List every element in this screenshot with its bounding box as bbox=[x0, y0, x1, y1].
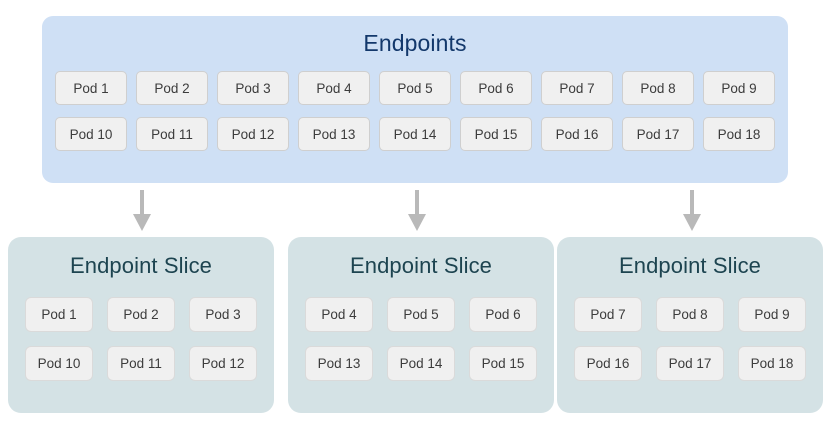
slice-pod-row: Pod 10 Pod 11 Pod 12 bbox=[20, 346, 262, 381]
pod-chip[interactable]: Pod 3 bbox=[189, 297, 257, 332]
slice-pod-row: Pod 1 Pod 2 Pod 3 bbox=[20, 297, 262, 332]
slice-pod-grid: Pod 7 Pod 8 Pod 9 Pod 16 Pod 17 Pod 18 bbox=[569, 297, 811, 381]
endpoint-slice-title: Endpoint Slice bbox=[618, 253, 762, 278]
pod-chip[interactable]: Pod 11 bbox=[136, 117, 208, 151]
pod-chip[interactable]: Pod 10 bbox=[25, 346, 93, 381]
endpoint-slice-panel-3: Endpoint Slice Pod 7 Pod 8 Pod 9 Pod 16 … bbox=[557, 237, 823, 413]
pod-chip[interactable]: Pod 13 bbox=[298, 117, 370, 151]
pod-chip[interactable]: Pod 1 bbox=[25, 297, 93, 332]
endpoints-pod-row: Pod 10 Pod 11 Pod 12 Pod 13 Pod 14 Pod 1… bbox=[55, 117, 775, 151]
pod-chip[interactable]: Pod 4 bbox=[298, 71, 370, 105]
pod-chip[interactable]: Pod 14 bbox=[387, 346, 455, 381]
down-arrow-icon bbox=[679, 190, 705, 231]
pod-chip[interactable]: Pod 15 bbox=[469, 346, 537, 381]
down-arrow-icon bbox=[129, 190, 155, 231]
slice-pod-row: Pod 13 Pod 14 Pod 15 bbox=[300, 346, 542, 381]
slice-pod-grid: Pod 1 Pod 2 Pod 3 Pod 10 Pod 11 Pod 12 bbox=[20, 297, 262, 381]
slice-pod-grid: Pod 4 Pod 5 Pod 6 Pod 13 Pod 14 Pod 15 bbox=[300, 297, 542, 381]
endpoints-title: Endpoints bbox=[363, 30, 467, 56]
pod-chip[interactable]: Pod 12 bbox=[217, 117, 289, 151]
pod-chip[interactable]: Pod 8 bbox=[622, 71, 694, 105]
pod-chip[interactable]: Pod 9 bbox=[703, 71, 775, 105]
endpoint-slice-panel-2: Endpoint Slice Pod 4 Pod 5 Pod 6 Pod 13 … bbox=[288, 237, 554, 413]
pod-chip[interactable]: Pod 2 bbox=[107, 297, 175, 332]
pod-chip[interactable]: Pod 16 bbox=[541, 117, 613, 151]
pod-chip[interactable]: Pod 15 bbox=[460, 117, 532, 151]
pod-chip[interactable]: Pod 17 bbox=[622, 117, 694, 151]
slice-pod-row: Pod 16 Pod 17 Pod 18 bbox=[569, 346, 811, 381]
pod-chip[interactable]: Pod 12 bbox=[189, 346, 257, 381]
pod-chip[interactable]: Pod 1 bbox=[55, 71, 127, 105]
pod-chip[interactable]: Pod 7 bbox=[541, 71, 613, 105]
pod-chip[interactable]: Pod 17 bbox=[656, 346, 724, 381]
pod-chip[interactable]: Pod 14 bbox=[379, 117, 451, 151]
pod-chip[interactable]: Pod 2 bbox=[136, 71, 208, 105]
pod-chip[interactable]: Pod 8 bbox=[656, 297, 724, 332]
slice-pod-row: Pod 4 Pod 5 Pod 6 bbox=[300, 297, 542, 332]
pod-chip[interactable]: Pod 7 bbox=[574, 297, 642, 332]
pod-chip[interactable]: Pod 9 bbox=[738, 297, 806, 332]
endpoint-slice-title: Endpoint Slice bbox=[349, 253, 493, 278]
pod-chip[interactable]: Pod 10 bbox=[55, 117, 127, 151]
pod-chip[interactable]: Pod 6 bbox=[469, 297, 537, 332]
pod-chip[interactable]: Pod 4 bbox=[305, 297, 373, 332]
pod-chip[interactable]: Pod 3 bbox=[217, 71, 289, 105]
endpoints-pod-grid: Pod 1 Pod 2 Pod 3 Pod 4 Pod 5 Pod 6 Pod … bbox=[55, 71, 775, 151]
pod-chip[interactable]: Pod 11 bbox=[107, 346, 175, 381]
pod-chip[interactable]: Pod 18 bbox=[738, 346, 806, 381]
pod-chip[interactable]: Pod 16 bbox=[574, 346, 642, 381]
slice-pod-row: Pod 7 Pod 8 Pod 9 bbox=[569, 297, 811, 332]
endpoint-slice-panel-1: Endpoint Slice Pod 1 Pod 2 Pod 3 Pod 10 … bbox=[8, 237, 274, 413]
endpoint-slice-title: Endpoint Slice bbox=[69, 253, 213, 278]
pod-chip[interactable]: Pod 13 bbox=[305, 346, 373, 381]
endpoints-panel: Endpoints Pod 1 Pod 2 Pod 3 Pod 4 Pod 5 … bbox=[42, 16, 788, 183]
pod-chip[interactable]: Pod 18 bbox=[703, 117, 775, 151]
endpoints-pod-row: Pod 1 Pod 2 Pod 3 Pod 4 Pod 5 Pod 6 Pod … bbox=[55, 71, 775, 105]
pod-chip[interactable]: Pod 6 bbox=[460, 71, 532, 105]
pod-chip[interactable]: Pod 5 bbox=[379, 71, 451, 105]
down-arrow-icon bbox=[404, 190, 430, 231]
pod-chip[interactable]: Pod 5 bbox=[387, 297, 455, 332]
